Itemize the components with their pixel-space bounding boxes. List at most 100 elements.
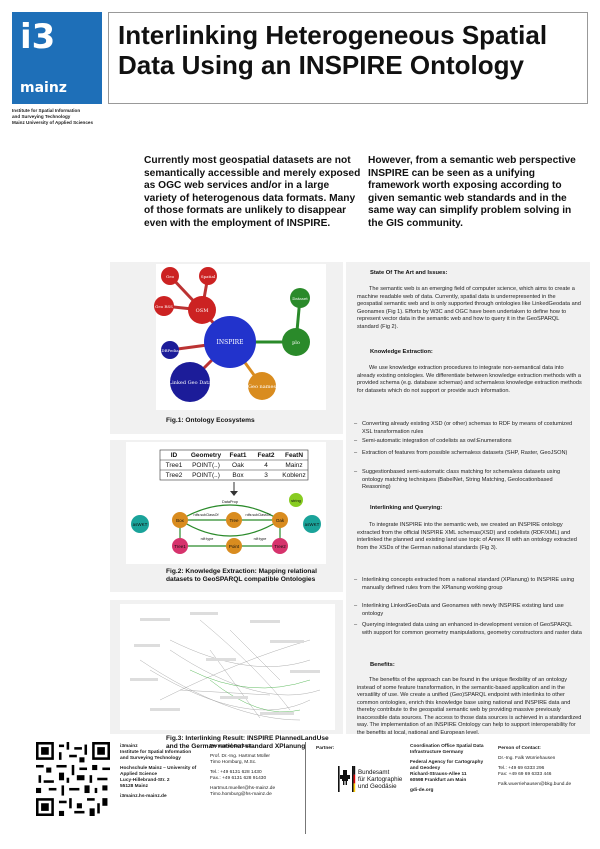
- figure-3-caption: Fig.3: Interlinking Result: INSPIRE Plan…: [166, 735, 329, 750]
- footer-contact-hs-mainz: Person of Contact: Prof. Dr.-Ing. Hartmu…: [210, 744, 300, 798]
- logo-mainz-text: mainz: [20, 80, 67, 96]
- table-cell: Oak: [232, 462, 245, 469]
- institute-line: and Surveying Technology: [12, 114, 71, 119]
- node-geonames: [248, 372, 276, 400]
- footer-street: Richard-Strauss-Allee 11: [410, 772, 467, 777]
- table-header-cell: ID: [171, 452, 178, 459]
- bullet-item: Suggestionbased semi-automatic class mat…: [354, 469, 582, 492]
- label-string: string: [291, 498, 301, 503]
- label-aswkt: asWKT: [305, 522, 320, 527]
- footer-contact-name: Dr.-Ing. Falk Würriehausen: [498, 756, 556, 761]
- bullet-item: Semi-automatic integration of codelists …: [354, 438, 582, 446]
- poster-title: Interlinking Heterogeneous Spatial Data …: [118, 20, 578, 80]
- footer-contact-name: Timo Homburg, M.Sc.: [210, 760, 257, 765]
- footer-fax: Fax: +49 69 69 6333 446: [498, 772, 552, 777]
- node-inspire: [204, 316, 256, 368]
- label-geo-rss: Geo RSS: [155, 304, 173, 309]
- title-frame: [108, 12, 588, 104]
- table-cell: Mainz: [285, 462, 302, 469]
- bullet-item: Querying integrated data using an enhanc…: [354, 622, 582, 637]
- label-rdf-type: rdf:type: [254, 537, 267, 541]
- table-header-cell: Feat1: [230, 452, 247, 459]
- label-linked-geo-data: Linked Geo Data: [169, 380, 211, 386]
- table-cell: Tree2: [166, 472, 183, 479]
- node-osm: [188, 296, 216, 324]
- intro-left-text: Currently most geospatial datasets are n…: [144, 155, 361, 229]
- label-dataset: Dataset: [292, 296, 308, 301]
- text-column-panel: [346, 262, 590, 734]
- node-spatial: [199, 267, 217, 285]
- node-box: [172, 512, 188, 528]
- footer-bkg-name: Federal Agency for Cartography and Geode…: [410, 760, 484, 771]
- node-geo-rss: [154, 296, 174, 316]
- institute-name: Institute for Spatial Information and Su…: [12, 108, 122, 126]
- node-linked-geo-data: [170, 362, 210, 402]
- figure-2-caption: Fig.2: Knowledge Extraction: Mapping rel…: [166, 568, 317, 583]
- footer-partner-label: Partner:: [316, 746, 334, 752]
- label-tree2: Tree2: [274, 544, 286, 549]
- footer-contact-name: Prof. Dr.-Ing. Hartmut Müller: [210, 754, 270, 759]
- partner-heading: Partner:: [316, 746, 335, 751]
- title-line: Data Using an INSPIRE Ontology: [118, 50, 524, 80]
- intro-right-text: However, from a semantic web perspective…: [368, 155, 576, 229]
- label-dbpedia: DBPedia: [161, 348, 179, 353]
- node-geo: [161, 267, 179, 285]
- footer-email-link[interactable]: Hartmut.mueller@hs-mainz.de: [210, 786, 276, 791]
- table-header-cell: FeatN: [285, 452, 303, 459]
- table-cell: Tree1: [166, 462, 183, 469]
- label-aswkt: asWKT: [133, 522, 148, 527]
- footer-i3mainz-address: i3mainz Institute for Spatial Informatio…: [120, 744, 200, 800]
- node-oak: [272, 512, 288, 528]
- bullet-item: Extraction of features from possible sch…: [354, 450, 582, 458]
- footer-street: Lucy-Hillebrand-Str. 2: [120, 778, 170, 783]
- footer-divider: [305, 742, 306, 834]
- label-box: Box: [176, 518, 185, 523]
- interlinking-result-figure: [120, 604, 335, 730]
- node-tree: [226, 512, 242, 528]
- node-string: [289, 493, 303, 507]
- node-aswkt-left: [131, 515, 149, 533]
- bkg-name-line: und Geodäsie: [358, 783, 397, 790]
- footer-email-link[interactable]: Timo.homburg@hs-mainz.de: [210, 792, 272, 797]
- footer-gdi-office: Coordination Office Spatial Data Infrast…: [410, 744, 484, 755]
- table-cell: Box: [232, 472, 244, 479]
- bullet-item: Interlinking LinkedGeoData and Geonames …: [354, 603, 582, 618]
- footer-org-subtitle: Institute for Spatial Information and Su…: [120, 750, 192, 761]
- table-header-cell: Feat2: [258, 452, 275, 459]
- bullet-item: Converting already existing XSD (or othe…: [354, 421, 582, 436]
- knowledge-extraction-figure: ID Geometry Feat1 Feat2 FeatN Tree1 POIN…: [126, 442, 326, 564]
- footer-website-link[interactable]: gdi-de.org: [410, 788, 434, 793]
- bkg-logo: Bundesamt für Kartographie und Geodäsie: [338, 766, 403, 792]
- qr-code: [36, 742, 110, 816]
- label-spatial: Spatial: [201, 274, 216, 279]
- i3mainz-logo: i3 mainz: [12, 12, 102, 104]
- label-subclassof: rdfs:subClassOf: [246, 513, 271, 517]
- institute-line: Mainz University of Applied Sciences: [12, 120, 94, 125]
- label-dataprop: DataProp: [222, 500, 238, 504]
- table-cell: POINT(..): [192, 462, 220, 469]
- ontology-ecosystem-figure: INSPIRE Linked Geo Data Geo names OSM DB…: [154, 264, 326, 410]
- footer-gdi-de-address: Coordination Office Spatial Data Infrast…: [410, 744, 492, 794]
- table-cell: 3: [264, 472, 268, 479]
- label-rdf-type: rdf:type: [201, 537, 214, 541]
- label-point: Point: [229, 544, 240, 549]
- node-dataset: [290, 288, 310, 308]
- footer-contact-heading: Person of Contact:: [210, 744, 253, 749]
- footer-fax: Fax.: +49 6131 628 91430: [210, 776, 267, 781]
- table-header-cell: Geometry: [191, 452, 222, 459]
- bullet-item: Interlinking concepts extracted from a n…: [354, 577, 582, 592]
- footer-contact-heading: Person of Contact:: [498, 746, 541, 751]
- label-oak: Oak: [276, 518, 285, 523]
- label-plo: plo: [292, 340, 300, 346]
- node-plo: [282, 328, 310, 356]
- label-tree1: Tree1: [174, 544, 186, 549]
- footer-phone: Tel.: +49 69 6333 296: [498, 766, 545, 771]
- bkg-name-line: für Kartographie: [358, 776, 403, 783]
- footer-website-link[interactable]: i3mainz.hs-mainz.de: [120, 794, 167, 799]
- paragraph-benefits: The benefits of the approach can be foun…: [357, 677, 582, 736]
- node-dbpedia: [161, 341, 179, 359]
- footer-email-link[interactable]: Falk.wuerriehausen@bkg.bund.de: [498, 782, 572, 787]
- table-cell: POINT(..): [192, 472, 220, 479]
- title-line: Interlinking Heterogeneous Spatial: [118, 20, 548, 50]
- heading-state-of-the-art: State Of The Art and Issues:: [370, 270, 448, 276]
